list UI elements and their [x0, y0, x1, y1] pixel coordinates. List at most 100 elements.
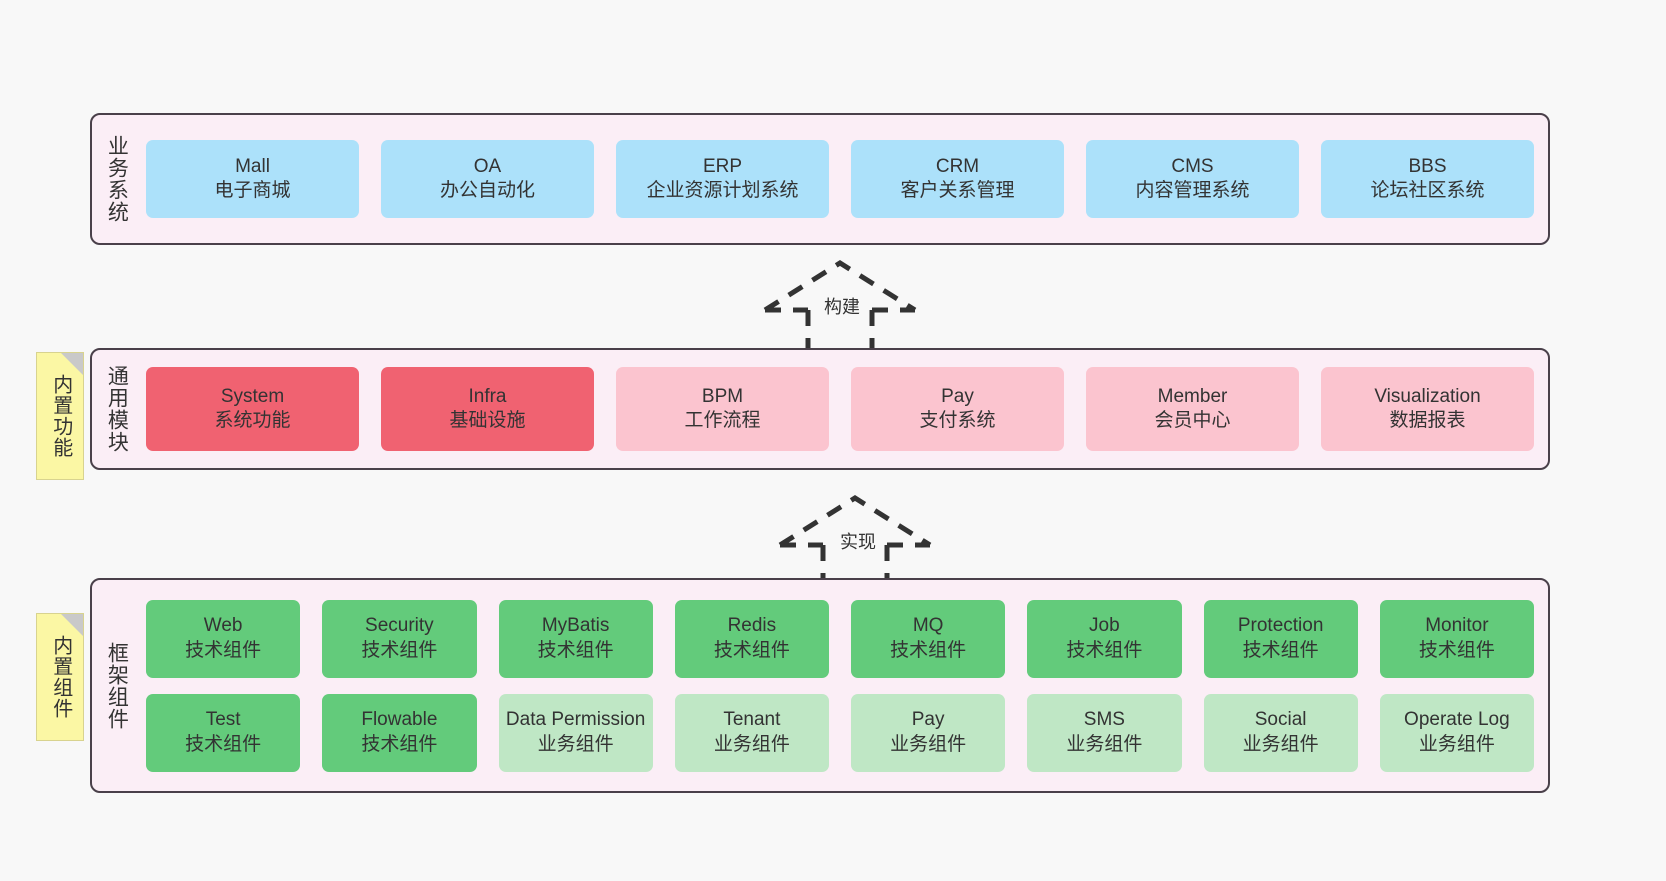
common-module-card-name: Pay	[941, 385, 974, 407]
framework-biz-card-name: Tenant	[723, 709, 781, 731]
business-system-card-name: Mall	[235, 155, 270, 177]
common-module-card-desc: 系统功能	[214, 410, 291, 431]
framework-biz-card-name: Data Permission	[505, 709, 646, 731]
builtin-component-note: 内置组件	[36, 613, 84, 741]
common-module-title: 通用模块	[105, 365, 129, 453]
common-module-card[interactable]: BPM 工作流程	[616, 367, 829, 451]
business-system-card-desc: 内容管理系统	[1135, 180, 1250, 201]
business-system-card-name: CMS	[1171, 155, 1214, 177]
framework-biz-card-desc: 业务组件	[1066, 733, 1143, 755]
common-module-card-desc: 数据报表	[1389, 410, 1466, 431]
business-system-section: 业务系统 Mall 电子商城 OA 办公自动化 ERP 企业资源计划系统 CRM 客户关系管理…	[90, 113, 1550, 245]
framework-biz-card-desc: 业务组件	[537, 733, 614, 755]
framework-component-title: 框架组件	[105, 641, 129, 730]
business-card-row: Mall 电子商城 OA 办公自动化 ERP 企业资源计划系统 CRM 客户关系管理 CMS 内容…	[146, 140, 1534, 218]
framework-tech-card-name: Job	[1089, 615, 1120, 637]
framework-tech-card-desc: 技术组件	[361, 639, 438, 661]
business-system-card[interactable]: OA 办公自动化	[381, 140, 594, 218]
framework-biz-card-desc: 业务组件	[890, 733, 967, 755]
implement-arrow-label: 实现	[838, 528, 878, 554]
framework-biz-card-name: SMS	[1083, 709, 1125, 731]
common-module-card[interactable]: Member 会员中心	[1086, 367, 1299, 451]
framework-tech-card-name: MQ	[912, 615, 944, 637]
framework-tech-card-desc: 技术组件	[890, 639, 967, 661]
business-system-card[interactable]: Mall 电子商城	[146, 140, 359, 218]
common-module-card-name: System	[220, 385, 285, 407]
common-module-card-desc: 会员中心	[1154, 410, 1231, 431]
framework-tech-card-name: Web	[203, 615, 243, 637]
framework-biz-card-desc: 业务组件	[713, 733, 790, 755]
framework-tech-card-name: Monitor	[1425, 615, 1489, 637]
framework-tech-card-desc: 技术组件	[1066, 639, 1143, 661]
build-arrow-label: 构建	[822, 293, 862, 319]
business-system-card[interactable]: ERP 企业资源计划系统	[616, 140, 829, 218]
common-module-card[interactable]: System 系统功能	[146, 367, 359, 451]
common-module-card-name: BPM	[701, 385, 744, 407]
common-module-card-name: Visualization	[1374, 385, 1481, 407]
framework-biz-card-desc: 业务组件	[1418, 733, 1495, 755]
framework-tech-card-name: MyBatis	[541, 615, 610, 637]
framework-biz-card-name: Social	[1254, 709, 1307, 731]
common-module-card-name: Infra	[468, 385, 507, 407]
framework-biz-card-name: Pay	[911, 709, 945, 731]
business-system-card-name: ERP	[702, 155, 743, 177]
business-system-card[interactable]: CRM 客户关系管理	[851, 140, 1064, 218]
framework-biz-card-name: Test	[205, 709, 241, 731]
business-system-card-name: OA	[473, 155, 502, 177]
business-system-card-name: BBS	[1408, 155, 1447, 177]
business-system-card-desc: 论坛社区系统	[1370, 180, 1485, 201]
builtin-feature-note: 内置功能	[36, 352, 84, 480]
framework-tech-card-desc: 技术组件	[1418, 639, 1495, 661]
framework-biz-card-name: Flowable	[361, 709, 438, 731]
business-system-body: Mall 电子商城 OA 办公自动化 ERP 企业资源计划系统 CRM 客户关系管理 CMS 内容…	[140, 115, 1548, 243]
framework-biz-card-desc: 技术组件	[361, 733, 438, 755]
common-module-card-desc: 工作流程	[684, 410, 761, 431]
framework-tech-card-name: Security	[365, 615, 434, 637]
framework-tech-card-desc: 技术组件	[713, 639, 790, 661]
framework-biz-card-desc: 业务组件	[1242, 733, 1319, 755]
business-system-card-desc: 电子商城	[214, 180, 291, 201]
business-system-card-desc: 办公自动化	[439, 180, 535, 201]
framework-biz-card-name: Operate Log	[1404, 709, 1510, 731]
common-module-card[interactable]: Infra 基础设施	[381, 367, 594, 451]
common-module-card-name: Member	[1157, 385, 1228, 407]
business-system-title: 业务系统	[105, 135, 129, 223]
common-module-card-desc: 基础设施	[449, 410, 526, 431]
framework-biz-card-desc: 技术组件	[185, 733, 262, 755]
business-system-card-desc: 客户关系管理	[900, 180, 1015, 201]
business-system-card[interactable]: BBS 论坛社区系统	[1321, 140, 1534, 218]
common-module-card[interactable]: Visualization 数据报表	[1321, 367, 1534, 451]
framework-tech-card-name: Redis	[727, 615, 777, 637]
framework-tech-card-desc: 技术组件	[185, 639, 262, 661]
business-system-card-desc: 企业资源计划系统	[646, 180, 799, 201]
business-system-card[interactable]: CMS 内容管理系统	[1086, 140, 1299, 218]
framework-tech-card-name: Protection	[1237, 615, 1324, 637]
framework-tech-card-desc: 技术组件	[537, 639, 614, 661]
framework-tech-card-desc: 技术组件	[1242, 639, 1319, 661]
business-system-card-name: CRM	[935, 155, 980, 177]
